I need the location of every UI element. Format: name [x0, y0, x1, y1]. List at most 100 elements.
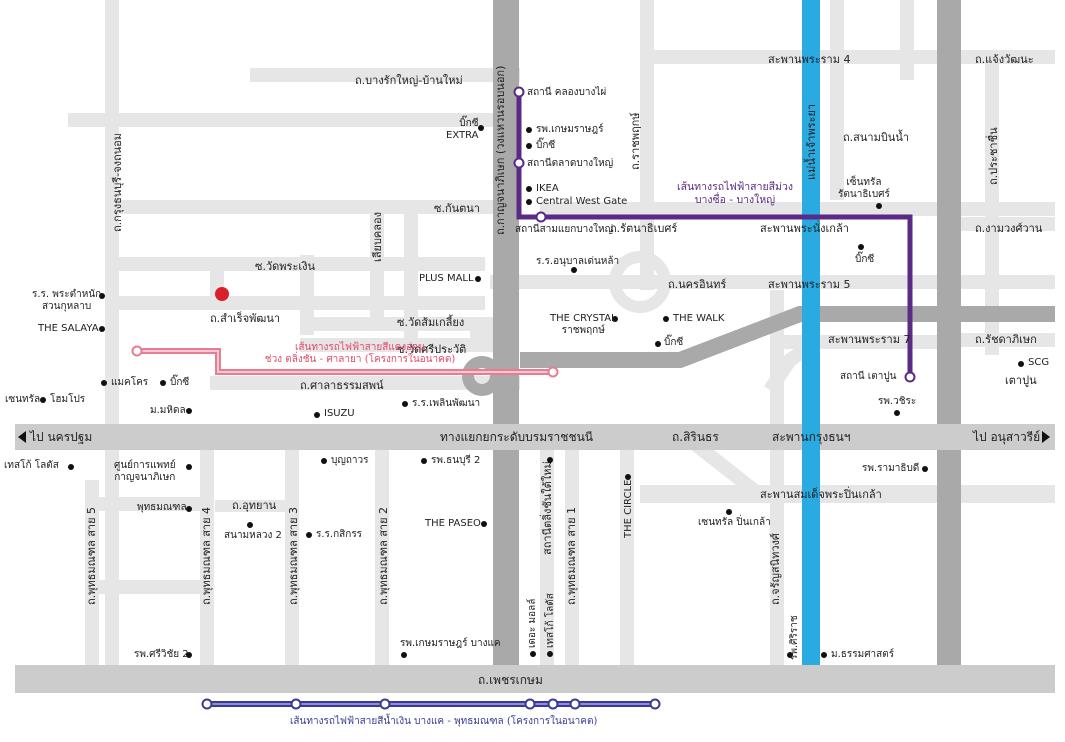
place-dot: [321, 458, 327, 464]
blue-line-label: เส้นทางรถไฟฟ้าสายสีน้ำเงิน บางแค - พุทธม…: [290, 716, 598, 727]
road-chaeng-watthana: ถ.แจ้งวัฒนะ: [975, 53, 1034, 66]
place-the-salaya: THE SALAYA: [38, 323, 99, 334]
bridge-rama4: สะพานพระราม 4: [768, 53, 851, 66]
place-bigc-3: บิ๊กซี: [855, 254, 875, 265]
place-dot: [1018, 361, 1024, 367]
place-central-left: เซนทรัล: [5, 394, 41, 405]
place-crystal: THE CRYSTAL ราชพฤกษ์: [550, 313, 617, 336]
road-krungthon-kanchana: ถ.กรุงธนบุรี-จงถนอม: [111, 132, 124, 232]
bridge-krungthon: สะพานกรุงธนฯ: [772, 430, 851, 444]
arrow-left-icon: [18, 431, 26, 443]
road-prachachuen: ถ.ประชาชื่น: [987, 127, 1000, 185]
road-phetkasem: ถ.เพชรเกษม: [478, 673, 543, 687]
road-phutta-2: ถ.พุทธมณฑล สาย 2: [377, 506, 390, 605]
place-dot: [876, 203, 882, 209]
station-talad-bang-yai: สถานีตลาดบางใหญ่: [527, 158, 614, 169]
road-bang-rak-yai: ถ.บางรักใหญ่-บ้านใหม่: [355, 74, 463, 87]
road-soi-kanthana: ซ.กันตนา: [434, 202, 480, 215]
road-krung-nonthaburi: ทางแยกยกระดับบรมราชชนนี: [440, 430, 593, 444]
place-isuzu: ISUZU: [324, 408, 355, 419]
place-rr-phalin: ร.ร.เพลินพัฒนา: [412, 398, 481, 409]
road-soi-wat-sri-prawat: ซ.วัดศรีประวัติ: [397, 343, 467, 356]
place-thonburi2: รพ.ธนบุรี 2: [431, 455, 481, 466]
place-phutthamonthon: พุทธมณฑล: [137, 502, 187, 513]
road-liap-khlong: เลียบคลอง: [371, 211, 384, 262]
place-rs-sriwichai2: รพ.ศรีวิชัย 2: [134, 649, 189, 660]
place-dot: [625, 474, 631, 480]
place-dot: [526, 186, 532, 192]
place-dot: [160, 380, 166, 386]
road-sala-tham: ถ.ศาลาธรรมสพน์: [300, 379, 384, 392]
bridge-rama5: สะพานพระราม 5: [768, 278, 851, 291]
place-cwg: Central West Gate: [536, 196, 628, 207]
place-central-pinklao: เซนทรัล ปิ่นเกล้า: [698, 517, 771, 528]
place-dot: [481, 521, 487, 527]
place-rs-ramathibodi: รพ.รามาธิบดี: [862, 463, 920, 474]
road-phutta-1: ถ.พุทธมณฑล สาย 1: [565, 506, 578, 605]
place-dot: [663, 316, 669, 322]
place-dot: [68, 464, 74, 470]
place-dot: [306, 532, 312, 538]
road-soi-wat-sam-liam: ซ.วัดส้มเกลี้ยง: [397, 316, 465, 329]
road-phutta-5: ถ.พุทธมณฑล สาย 5: [85, 506, 98, 605]
place-dot: [726, 509, 732, 515]
place-dot: [186, 464, 192, 470]
place-dot: [547, 651, 553, 657]
place-dot: [894, 410, 900, 416]
place-dot: [186, 408, 192, 414]
road-ratchadaphisek: ถ.รัชดาภิเษก: [975, 333, 1037, 346]
place-dot: [858, 244, 864, 250]
dir-to-nakhon-pathom: ไป นครปฐม: [30, 430, 93, 444]
place-dot: [186, 652, 192, 658]
place-mahidol: ม.มหิดล: [150, 405, 186, 416]
place-the-circle: THE CIRCLE: [623, 479, 634, 538]
road-kanchana: ถ.กาญจนาภิเษก (วงแหวนรอบนอก): [494, 65, 507, 235]
place-dot: [478, 125, 484, 131]
bridge-phra-nang-klao: สะพานพระนั่งเกล้า: [760, 222, 849, 235]
place-bigc-1: บิ๊กซี: [536, 140, 556, 151]
place-the-mall: เดอะ มอลล์: [527, 598, 538, 648]
road-ngam-wong-wan: ถ.งามวงศ์วาน: [975, 222, 1043, 235]
road-soi-taling-chan: สถานีตลิ่งชันใต้ใหม่: [541, 461, 554, 555]
place-dot: [475, 276, 481, 282]
stations: [131, 86, 916, 710]
place-rr-kasikorn: ร.ร.กสิกรร: [316, 529, 363, 540]
road-sanambinnam: ถ.สนามบินน้ำ: [843, 131, 910, 144]
place-dot: [821, 652, 827, 658]
place-dot: [401, 652, 407, 658]
place-rr-phra-tamnak: ร.ร. พระตำหนัก สวนกุหลาบ: [32, 289, 102, 312]
road-charansanitwong: ถ.จรัญสนิทวงศ์: [769, 533, 782, 605]
station-tao-poon: สถานี เตาปูน: [840, 371, 897, 382]
place-rs-kasem: รพ.เกษมราษฎร์: [536, 124, 604, 135]
place-sanam-luang2: สนามหลวง 2: [224, 530, 282, 541]
place-dot: [421, 458, 427, 464]
place-rs-vajira: รพ.วชิระ: [878, 396, 917, 407]
road-tao-poon: เตาปูน: [1005, 374, 1037, 387]
minor-roads: [68, 0, 1055, 680]
place-bunthavorn: บุญถาวร: [331, 455, 369, 466]
location-marker-icon: [215, 287, 229, 301]
road-phutta-3: ถ.พุทธมณฑล สาย 3: [287, 506, 300, 605]
place-dot: [787, 652, 793, 658]
place-dot: [101, 380, 107, 386]
place-makro: แมคโคร: [111, 377, 149, 388]
road-rattanathibet: ถ.รัตนาธิเบศร์: [610, 222, 678, 235]
place-plus-mall: PLUS MALL: [419, 273, 474, 284]
place-dot: [922, 466, 928, 472]
station-yaek-bang-yai: สถานีสามแยกบางใหญ่: [515, 224, 614, 235]
place-bigc-4: บิ๊กซี: [170, 377, 190, 388]
place-dot: [526, 199, 532, 205]
place-central-rattana: เซ็นทรัล รัตนาธิเบศร์: [838, 177, 890, 200]
purple-line-label: เส้นทางรถไฟฟ้าสายสีม่วง บางซื่อ - บางใหญ…: [677, 181, 793, 206]
place-ikea: IKEA: [536, 183, 559, 194]
place-dot: [314, 412, 320, 418]
road-ratchaphruek: ถ.ราชพฤกษ์: [629, 112, 642, 170]
place-dot: [571, 267, 577, 273]
place-bigc-extra: บิ๊กซี EXTRA: [446, 118, 479, 141]
station-khlong-bang-phai: สถานี คลองบางไผ่: [527, 87, 607, 98]
road-sirinthorn: ถ.สิรินธร: [672, 430, 719, 444]
place-tesco: เทสโก้ โลตัส: [4, 460, 59, 471]
place-dot: [655, 341, 661, 347]
